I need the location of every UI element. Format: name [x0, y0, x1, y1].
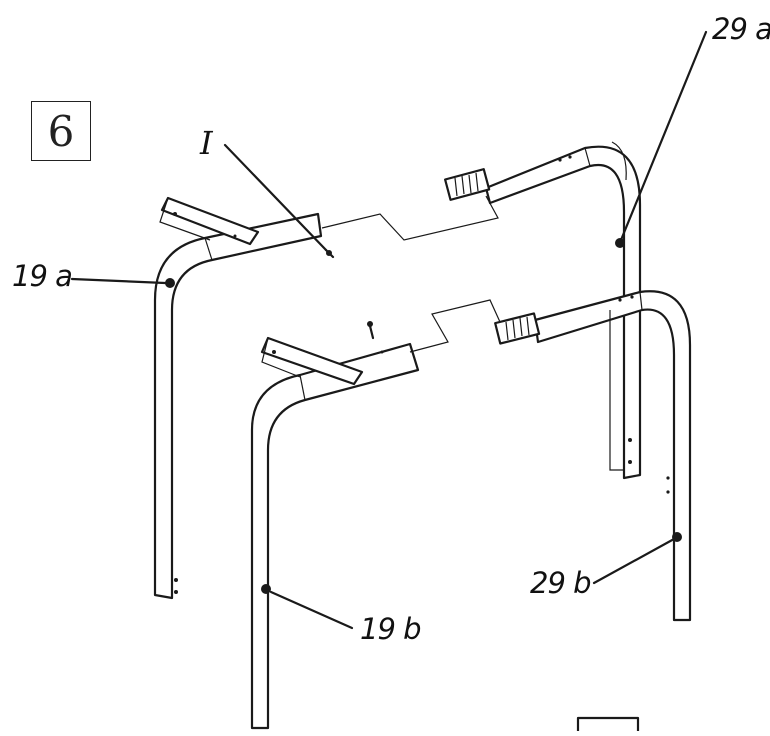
next-step-box: [576, 716, 640, 733]
marker-19a: [165, 278, 175, 288]
part-label-29a: 29 a: [712, 12, 770, 46]
marker-19b: [261, 584, 271, 594]
part-label-19b: 19 b: [360, 612, 422, 646]
frame-29a: [443, 141, 642, 480]
leader-lines: [70, 30, 708, 630]
screw-icon: [324, 248, 335, 259]
marker-29a: [615, 238, 625, 248]
frame-29b: [494, 290, 692, 622]
frame-19a: [153, 196, 323, 600]
part-label-19a: 19 a: [12, 259, 73, 293]
screw-icon: [367, 321, 375, 340]
step-number: 6: [31, 101, 91, 161]
frame-19b: [250, 336, 420, 730]
connection-lines: [321, 195, 501, 353]
part-label-29b: 29 b: [530, 566, 592, 600]
screw-label: I: [200, 124, 213, 162]
